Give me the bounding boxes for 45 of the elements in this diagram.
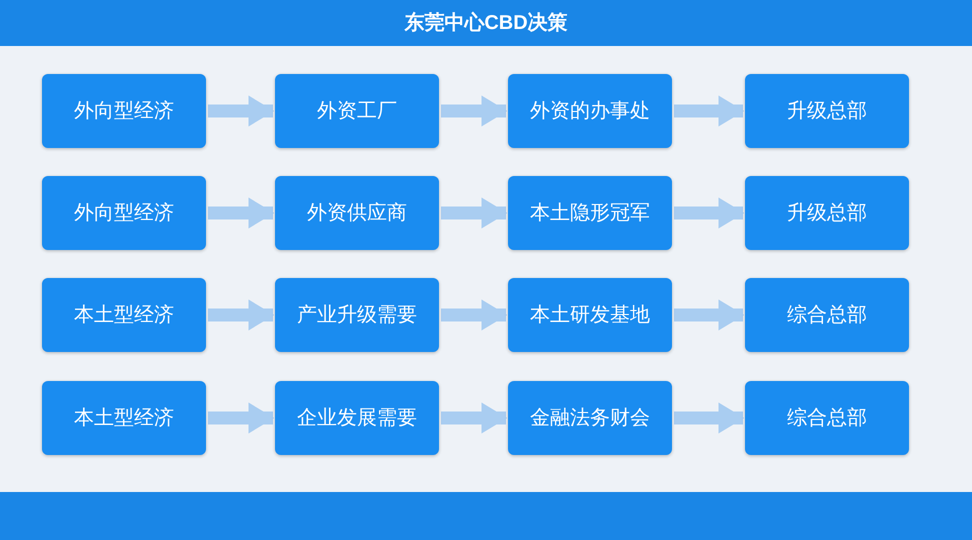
process-box: [745, 381, 909, 455]
box-label: 综合总部: [787, 406, 867, 431]
box-label: 外资的办事处: [530, 99, 650, 124]
process-box: [42, 176, 206, 250]
box-label: 综合总部: [787, 303, 867, 328]
box-label: 本土研发基地: [530, 303, 650, 328]
process-box: [275, 381, 439, 455]
process-box: [42, 381, 206, 455]
process-box: [745, 74, 909, 148]
process-box: [508, 74, 672, 148]
arrow: [674, 299, 744, 331]
arrow: [208, 299, 274, 331]
arrow: [441, 299, 508, 331]
arrow: [208, 95, 274, 127]
arrow: [208, 197, 274, 229]
box-label: 金融法务财会: [530, 406, 650, 431]
box-label: 外向型经济: [74, 201, 174, 226]
box-label: 本土型经济: [74, 406, 174, 431]
box-label: 产业升级需要: [297, 303, 417, 328]
title: 东莞中心CBD决策: [404, 10, 568, 36]
arrow: [441, 197, 508, 229]
box-label: 外资工厂: [317, 99, 397, 124]
arrow: [208, 402, 274, 434]
process-box: [508, 176, 672, 250]
process-box: [508, 381, 672, 455]
process-box: [745, 278, 909, 352]
box-label: 升级总部: [787, 201, 867, 226]
process-box: [508, 278, 672, 352]
arrow: [674, 402, 744, 434]
arrow: [674, 95, 744, 127]
box-label: 外资供应商: [307, 201, 407, 226]
process-box: [42, 278, 206, 352]
arrow: [674, 197, 744, 229]
box-label: 升级总部: [787, 99, 867, 124]
process-box: [745, 176, 909, 250]
arrow: [441, 95, 508, 127]
process-box: [275, 74, 439, 148]
box-label: 本土隐形冠军: [530, 201, 650, 226]
process-box: [42, 74, 206, 148]
box-label: 外向型经济: [74, 99, 174, 124]
process-box: [275, 278, 439, 352]
arrow: [441, 402, 508, 434]
box-label: 企业发展需要: [297, 406, 417, 431]
box-label: 本土型经济: [74, 303, 174, 328]
process-box: [275, 176, 439, 250]
